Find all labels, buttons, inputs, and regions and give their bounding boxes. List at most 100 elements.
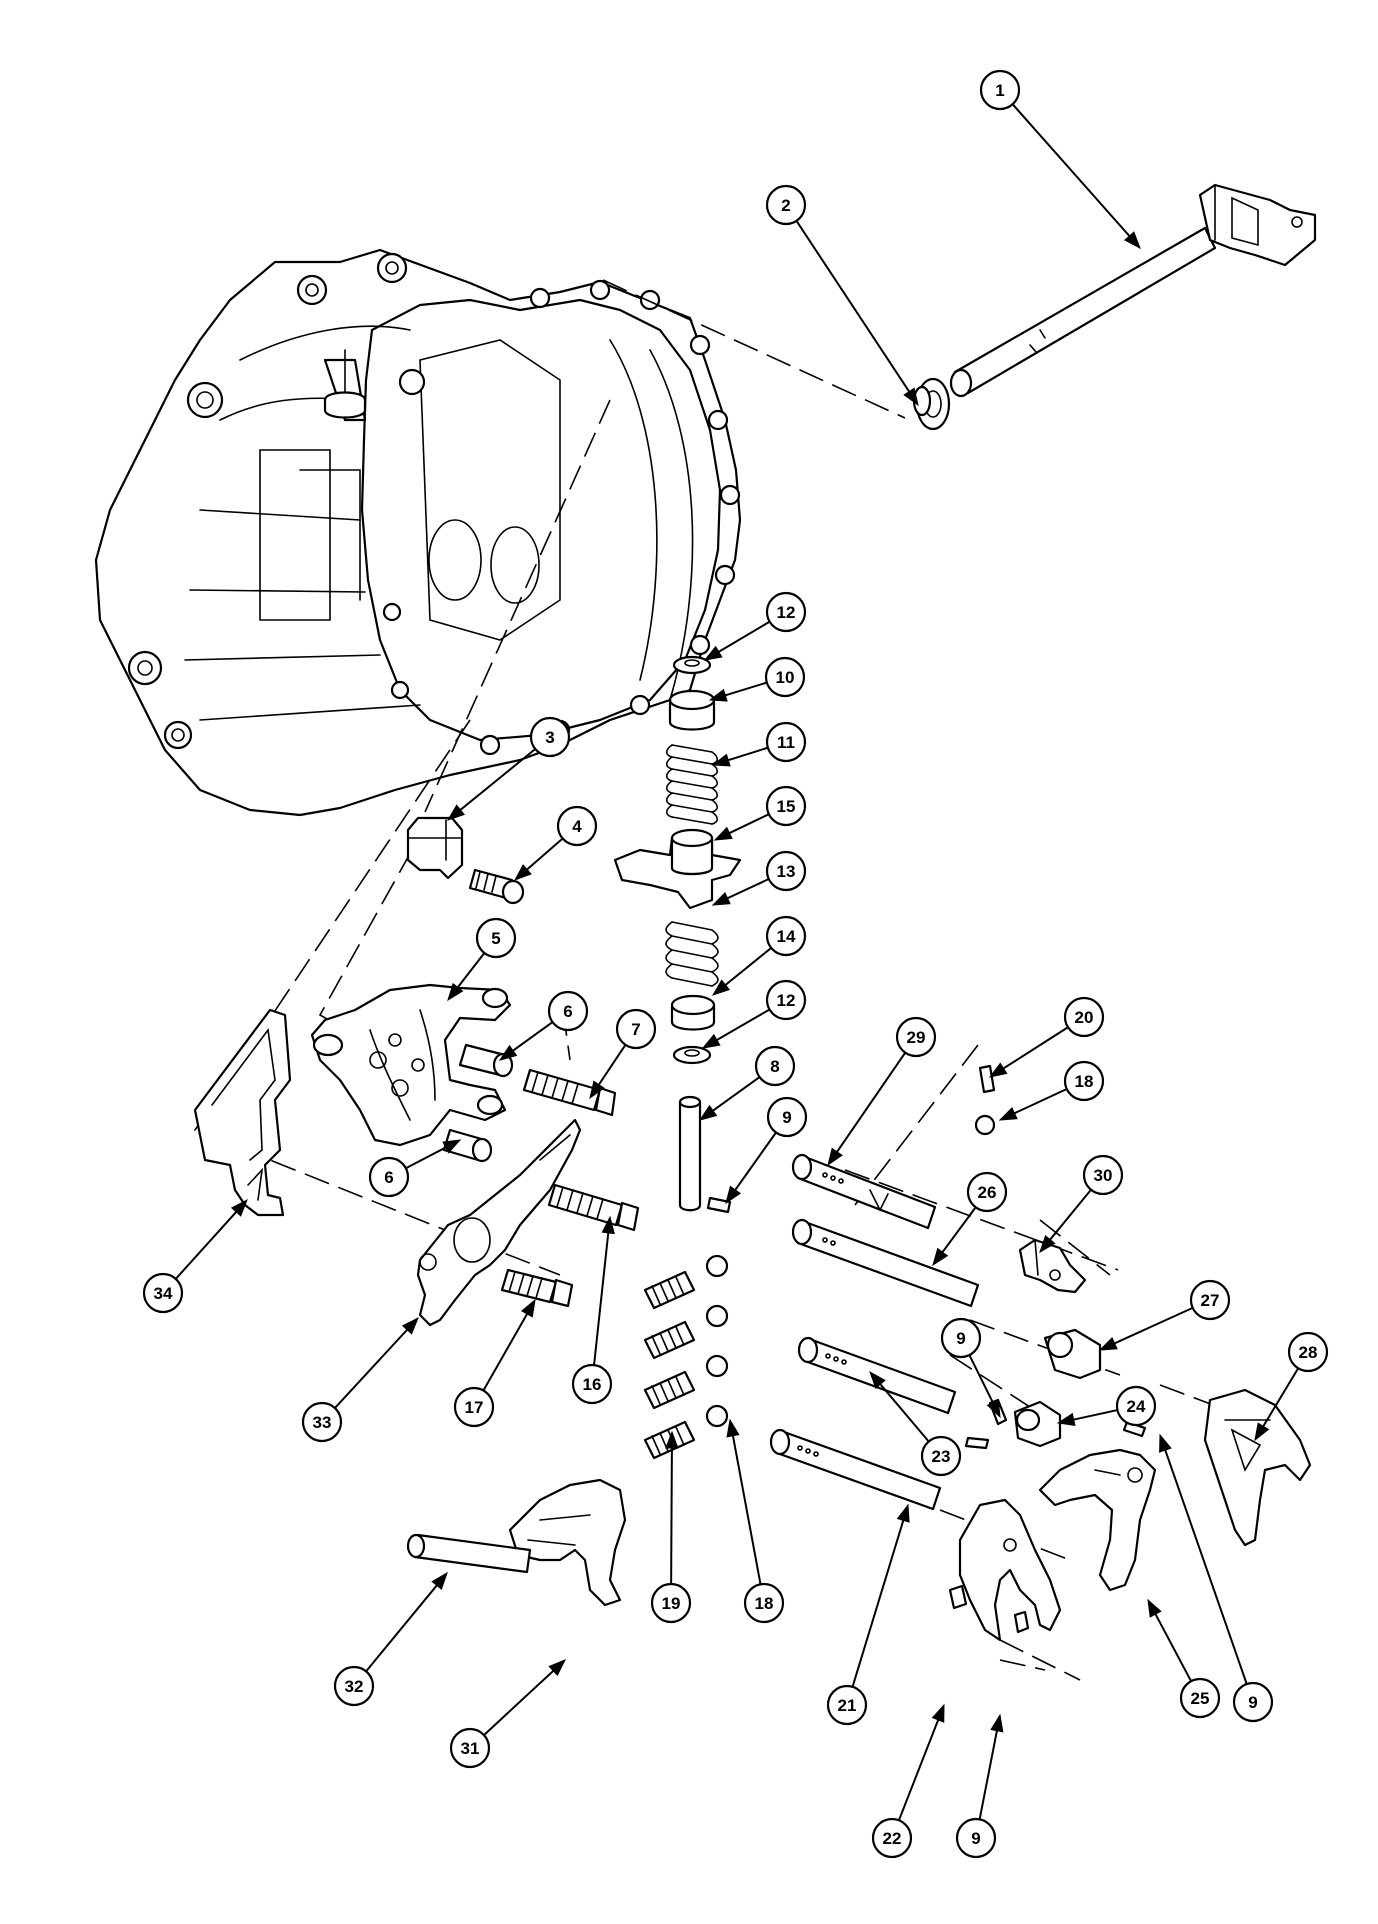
callout-arrowhead — [711, 979, 731, 996]
callout-leader — [453, 748, 536, 816]
callout-circle — [650, 1582, 692, 1624]
callout-number: 21 — [838, 1696, 857, 1715]
callout-number: 10 — [776, 668, 795, 687]
callout-leader — [874, 1377, 930, 1443]
callout-leader — [705, 1076, 761, 1117]
callout-number: 22 — [883, 1829, 902, 1848]
callout-circle — [333, 1665, 375, 1707]
callout-number: 2 — [781, 196, 790, 215]
callout-circle — [966, 1171, 1008, 1213]
callout-circle — [142, 1272, 184, 1314]
callout-circle — [826, 1684, 868, 1726]
callout-arrowhead — [665, 1430, 679, 1449]
callout-number: 19 — [662, 1594, 681, 1613]
callout-9: 9 — [940, 1317, 1001, 1419]
part-24-selector-block — [1013, 1400, 1062, 1448]
callout-leader — [996, 1026, 1069, 1074]
callout-circle — [765, 785, 807, 827]
callout-33: 33 — [301, 1316, 419, 1443]
callout-arrowhead — [601, 1215, 615, 1235]
part-18-balls — [705, 1114, 996, 1428]
callout-circle — [301, 1401, 343, 1443]
callout-arrowhead — [896, 1503, 910, 1523]
callout-circle — [940, 1317, 982, 1359]
callout-6: 6 — [368, 1139, 462, 1198]
callout-leader — [831, 1052, 907, 1159]
callout-circle — [895, 1016, 937, 1058]
callout-circle — [955, 1817, 997, 1859]
callout-number: 29 — [907, 1028, 926, 1047]
part-34-plate — [193, 1008, 292, 1217]
callout-number: 34 — [154, 1284, 173, 1303]
callout-circle — [1082, 1154, 1124, 1196]
part-3-bracket — [406, 816, 464, 880]
callout-arrowhead — [986, 1399, 1001, 1419]
part-27-selector-block — [1043, 1328, 1102, 1380]
callout-number: 16 — [583, 1375, 602, 1394]
callout-1: 1 — [979, 69, 1141, 250]
callout-arrowhead — [442, 1139, 462, 1154]
callout-arrowhead — [713, 826, 733, 841]
callout-15: 15 — [713, 785, 807, 841]
part-5-selector-housing — [310, 983, 512, 1147]
callout-arrowhead — [431, 1571, 448, 1591]
callout-arrowhead — [401, 1316, 419, 1335]
callout-17: 17 — [453, 1298, 536, 1428]
part-13-spring — [665, 921, 719, 987]
callout-number: 18 — [1075, 1072, 1094, 1091]
callout-22: 22 — [871, 1703, 945, 1859]
callout-circle — [1189, 1279, 1231, 1321]
callout-leader — [1258, 1367, 1300, 1434]
part-9-roll-pin-c — [964, 1436, 990, 1450]
callout-number: 3 — [545, 728, 554, 747]
callout-circle — [765, 591, 807, 633]
callout-16: 16 — [571, 1215, 615, 1405]
part-10-cap — [668, 689, 716, 731]
callout-arrowhead — [827, 1147, 843, 1167]
callout-circle — [1115, 1385, 1157, 1427]
callout-9: 9 — [955, 1713, 1004, 1859]
callout-arrowhead — [711, 753, 731, 767]
callout-leader — [729, 1131, 777, 1198]
callout-leader — [365, 1578, 443, 1672]
callout-leader — [711, 620, 771, 657]
callout-leader — [1011, 103, 1136, 243]
callout-21: 21 — [826, 1503, 910, 1726]
callout-layer: 1234567689101112121314151617181819202122… — [142, 69, 1329, 1859]
callout-circle — [766, 1096, 808, 1138]
callout-leader — [718, 947, 772, 991]
part-6-bushing-lower — [442, 1128, 493, 1163]
callout-number: 30 — [1094, 1166, 1113, 1185]
part-9-roll-pin-d — [1122, 1420, 1147, 1438]
callout-circle — [453, 1386, 495, 1428]
callout-arrowhead — [1254, 1422, 1270, 1442]
callout-arrowhead — [548, 1659, 567, 1677]
callout-11: 11 — [711, 721, 807, 767]
callout-arrowhead — [708, 688, 728, 702]
callout-arrowhead — [1039, 1234, 1056, 1254]
callout-circle — [529, 716, 571, 758]
callout-leader — [730, 1427, 762, 1585]
callout-leader — [1006, 1088, 1068, 1118]
callout-19: 19 — [650, 1430, 692, 1624]
callout-12: 12 — [703, 591, 807, 661]
callout-leader — [1150, 1606, 1192, 1682]
part-23-shift-rail — [797, 1336, 957, 1415]
callout-3: 3 — [446, 716, 571, 821]
callout-leader — [505, 1021, 554, 1057]
callout-leader — [670, 1439, 673, 1585]
callout-24: 24 — [1056, 1385, 1157, 1427]
alignment-lines — [193, 279, 1241, 1681]
callout-circle — [765, 850, 807, 892]
callout-leader — [968, 1354, 998, 1411]
part-33-lever — [416, 1118, 582, 1327]
part-6-bushing — [458, 1043, 514, 1078]
callout-number: 23 — [932, 1447, 951, 1466]
callout-arrowhead — [1159, 1433, 1172, 1453]
callout-leader — [520, 837, 564, 876]
callout-circle — [1232, 1681, 1274, 1723]
part-26-shift-rail — [791, 1218, 980, 1308]
callout-arrowhead — [520, 1298, 536, 1318]
callout-number: 1 — [995, 81, 1004, 100]
